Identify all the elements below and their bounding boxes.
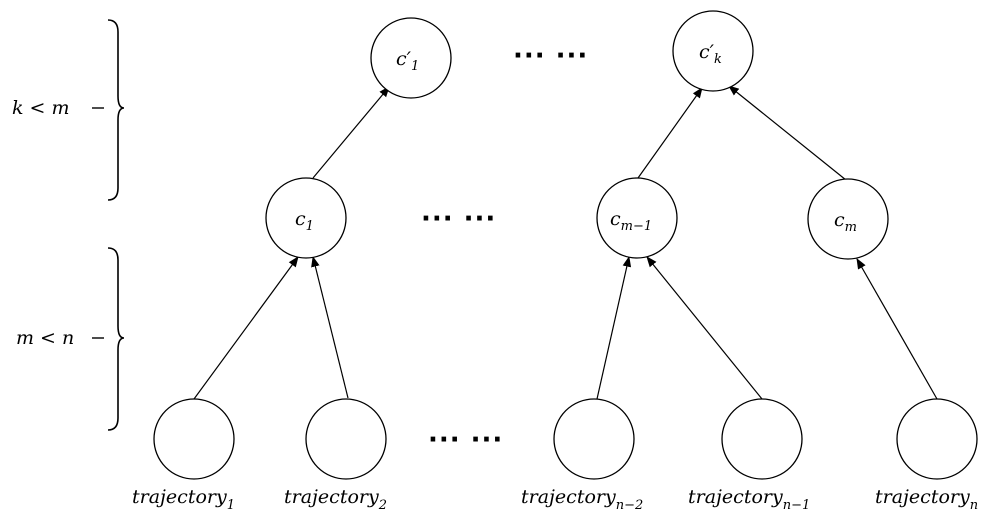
svg-text:trajectory2: trajectory2	[284, 486, 387, 513]
node-cm: cm	[807, 178, 889, 260]
ellipsis-top: ··· ···	[513, 41, 588, 71]
edge-c1-to-c1prime	[312, 86, 390, 179]
svg-text:c1: c1	[295, 208, 314, 234]
svg-text:trajectoryn−2: trajectoryn−2	[521, 486, 643, 513]
svg-text:trajectory1: trajectory1	[132, 486, 235, 513]
node-ck-prime: c′k	[672, 10, 754, 92]
level-label-m-less-n: m < n	[16, 327, 74, 349]
svg-text:trajectoryn−1: trajectoryn−1	[688, 486, 810, 513]
brace-lower	[92, 247, 125, 431]
edge-tn1-to-cm1	[646, 256, 763, 400]
svg-text:cm−1: cm−1	[610, 208, 652, 234]
node-trajectory-n-minus-2: trajectoryn−2	[521, 398, 643, 513]
node-trajectory-n: trajectoryn	[875, 398, 978, 513]
svg-text:trajectoryn: trajectoryn	[875, 486, 978, 513]
edge-tn2-to-cm1	[596, 255, 632, 400]
edge-tn-to-cm	[856, 258, 938, 400]
edge-cm1-to-ckprime	[637, 87, 703, 179]
svg-text:c′k: c′k	[699, 41, 722, 67]
edge-t1-to-c1	[193, 256, 299, 400]
node-trajectory-n-minus-1: trajectoryn−1	[688, 398, 810, 513]
edge-t2-to-c1	[311, 255, 349, 399]
node-c1-prime: c′1	[370, 17, 452, 99]
edges	[193, 85, 938, 400]
node-trajectory-2: trajectory2	[284, 398, 387, 513]
ellipsis-middle: ··· ···	[421, 204, 496, 234]
node-c1: c1	[265, 177, 347, 259]
node-trajectory-1: trajectory1	[132, 398, 235, 513]
ellipsis-bottom: ··· ···	[428, 425, 503, 455]
svg-text:cm: cm	[834, 209, 857, 235]
brace-upper	[92, 19, 125, 201]
svg-text:c′1: c′1	[396, 48, 419, 74]
edge-cm-to-ckprime	[728, 85, 847, 181]
node-cm-minus-1: cm−1	[596, 177, 678, 259]
level-label-k-less-m: k < m	[12, 97, 70, 119]
